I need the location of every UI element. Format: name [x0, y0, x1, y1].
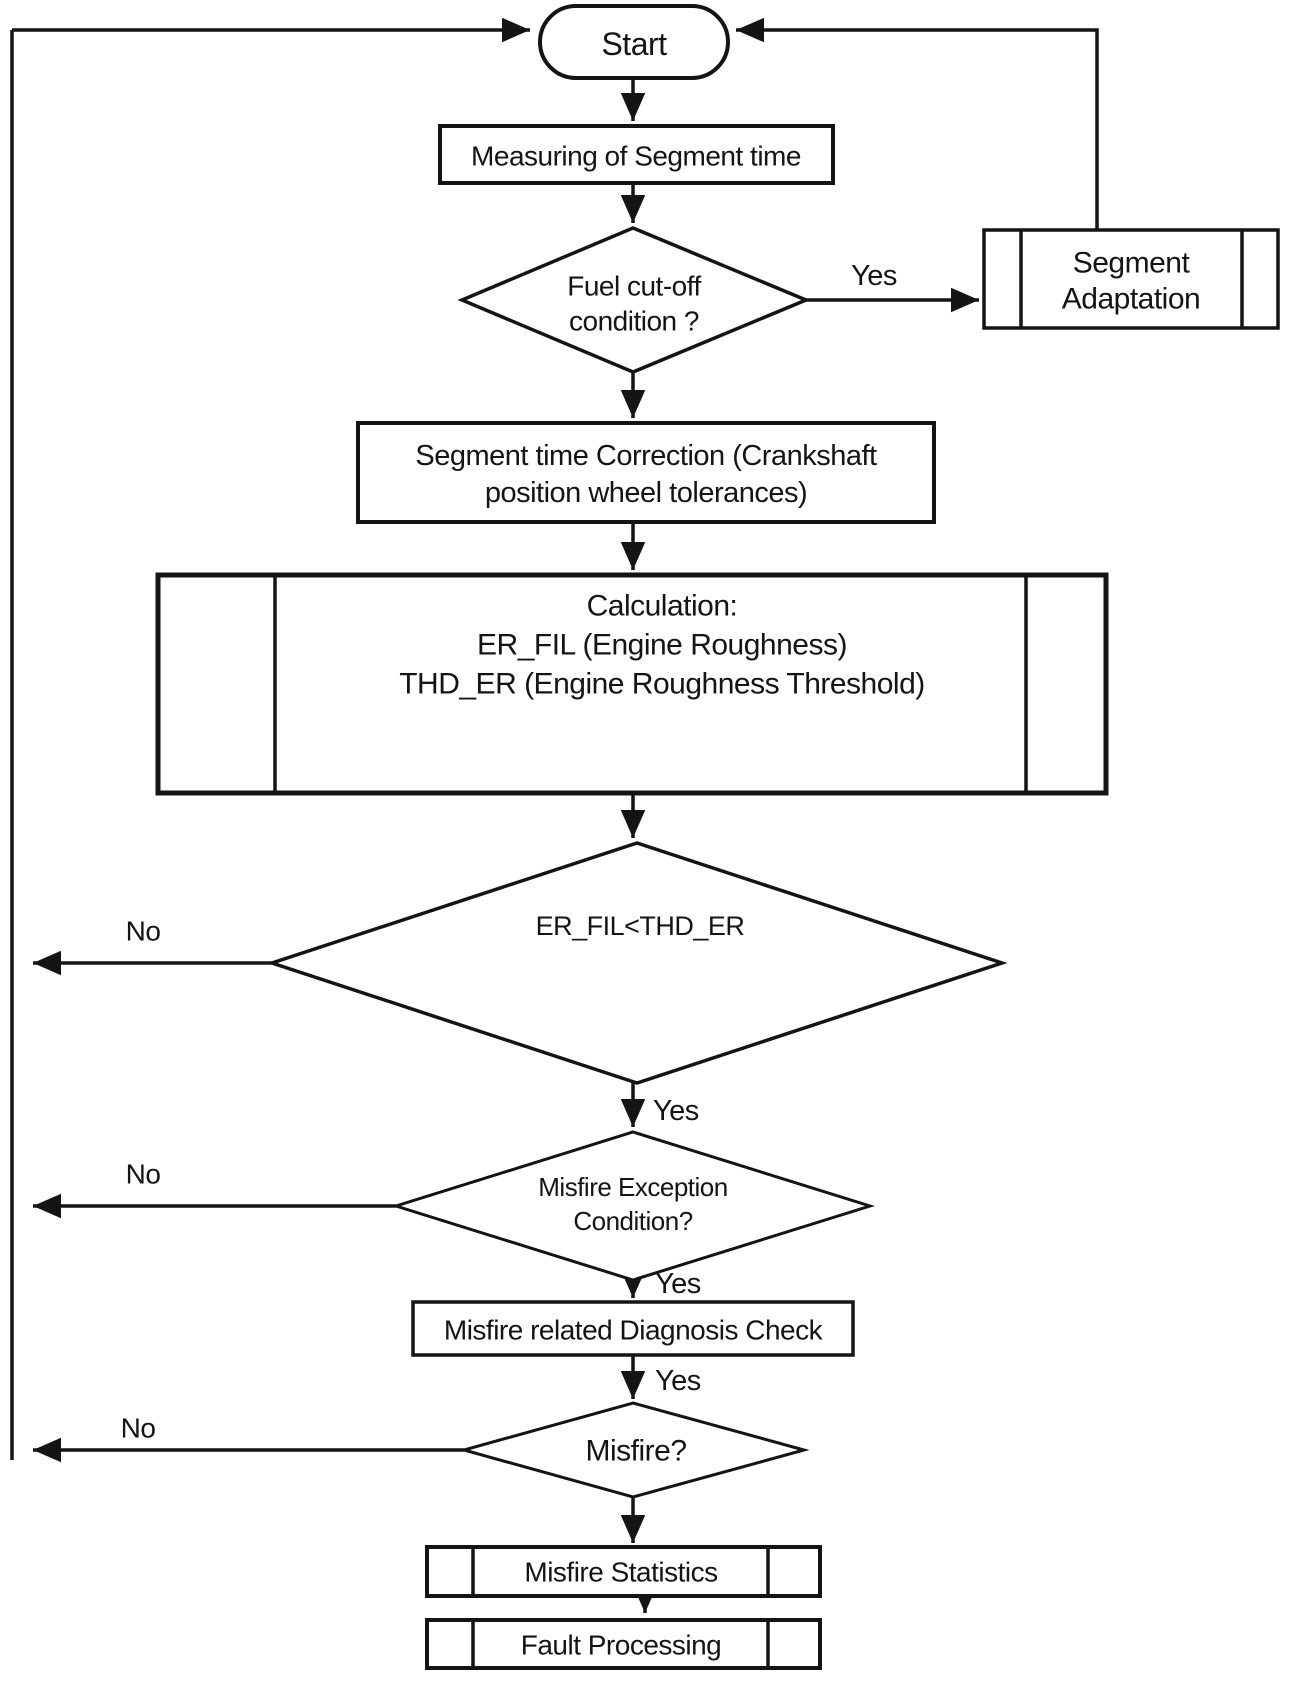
node-exception-line2: Condition?	[573, 1206, 692, 1236]
node-exception-line1: Misfire Exception	[538, 1172, 727, 1202]
node-calculation	[155, 572, 1109, 796]
edge-label-erfil-yes: Yes	[653, 1095, 699, 1127]
node-segment-adaptation-line1: Segment	[1073, 247, 1191, 280]
edge-label-erfil-no: No	[126, 916, 161, 947]
edge-label-fuel-cutoff-yes: Yes	[851, 260, 897, 292]
node-fuel-cutoff-line1: Fuel cut-off	[567, 271, 701, 302]
node-misfire-decision	[458, 1401, 810, 1499]
node-start	[538, 4, 730, 80]
node-start-label: Start	[601, 26, 667, 62]
node-erfil-decision-label: ER_FIL<THD_ER	[536, 911, 745, 941]
node-segment-adaptation-line2: Adaptation	[1062, 283, 1200, 316]
node-segment-correction	[356, 421, 936, 524]
node-calculation-line1: Calculation:	[587, 590, 738, 623]
edge-label-diagnosis-yes: Yes	[655, 1365, 701, 1397]
node-diagnosis-check-label: Misfire related Diagnosis Check	[444, 1315, 824, 1346]
node-fault-processing-label: Fault Processing	[521, 1630, 722, 1661]
node-misfire-statistics	[425, 1545, 822, 1598]
node-misfire-statistics-label: Misfire Statistics	[524, 1557, 717, 1588]
node-diagnosis-check	[411, 1300, 855, 1357]
node-fuel-cutoff-decision	[457, 226, 811, 374]
edge-label-misfire-no: No	[121, 1413, 156, 1444]
edge-adaptation-to-start	[736, 17, 1099, 230]
node-erfil-decision	[266, 841, 1008, 1085]
node-exception-decision	[390, 1130, 876, 1282]
node-fuel-cutoff-line2: condition ?	[569, 306, 699, 337]
node-segment-correction-line1: Segment time Correction (Crankshaft	[415, 440, 877, 472]
edge-label-exception-no: No	[126, 1159, 161, 1190]
node-misfire-decision-label: Misfire?	[585, 1435, 686, 1468]
edge-label-exception-yes: Yes	[655, 1268, 701, 1300]
node-segment-adaptation	[982, 228, 1280, 330]
node-fault-processing	[425, 1618, 822, 1670]
node-measuring	[438, 124, 835, 185]
node-segment-correction-line2: position wheel tolerances)	[485, 477, 807, 509]
node-calculation-line2: ER_FIL (Engine Roughness)	[477, 629, 847, 662]
node-measuring-label: Measuring of Segment time	[471, 141, 801, 172]
node-calculation-line3: THD_ER (Engine Roughness Threshold)	[399, 668, 925, 701]
